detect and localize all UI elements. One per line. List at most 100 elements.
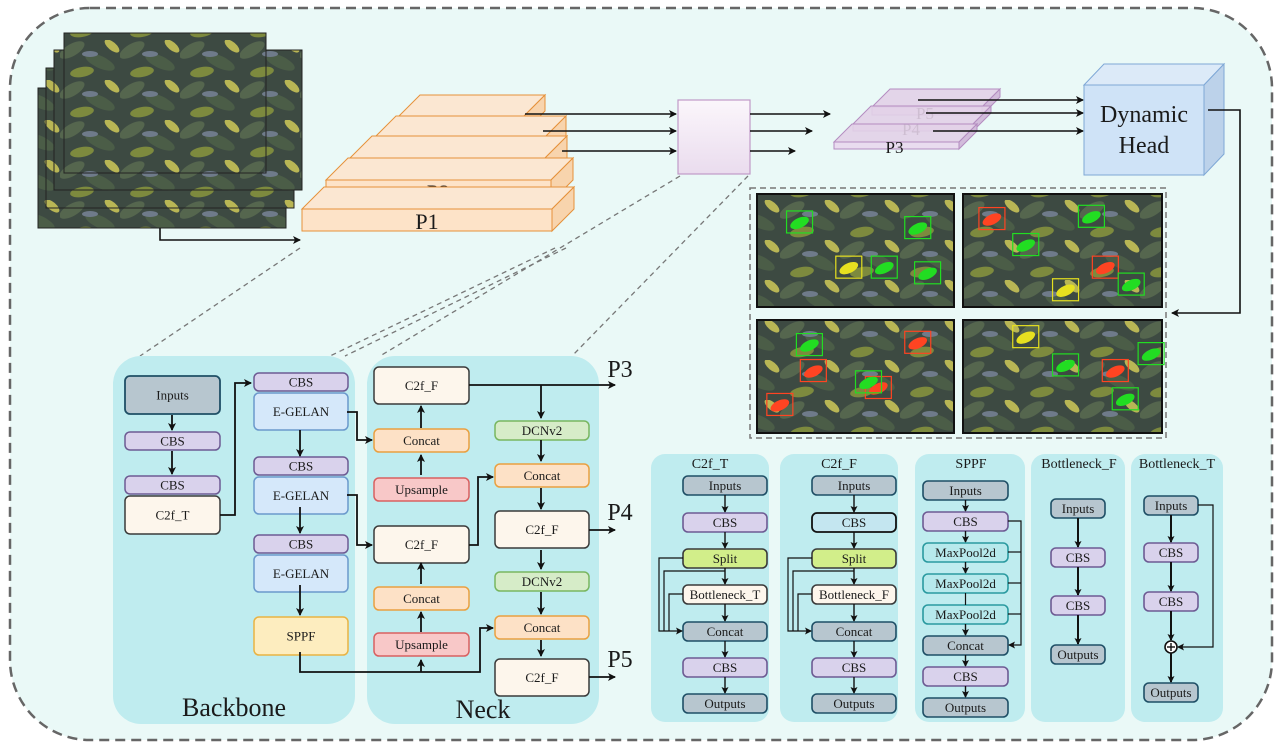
module-node-split-label: Split	[713, 551, 738, 566]
neck-dcnv2-2: DCNv2	[494, 571, 590, 592]
module-node-split: Split	[682, 548, 768, 569]
module-title: C2f_F	[821, 457, 857, 472]
module-node-inputs: Inputs	[682, 475, 768, 496]
neck-pyramid-label: P3	[886, 138, 904, 157]
module-node-maxpool2d: MaxPool2d	[922, 573, 1009, 594]
detected-leaf	[1141, 348, 1161, 361]
module-node-outputs: Outputs	[682, 693, 768, 714]
module-node-cbs-label: CBS	[1159, 594, 1184, 609]
neck-concat-r2-label: Concat	[524, 620, 561, 635]
detected-leaf	[908, 222, 928, 235]
detected-leaf	[1115, 393, 1135, 406]
neck-concat-low-label: Concat	[403, 591, 440, 606]
input-image-stack	[37, 32, 303, 229]
detected-leaf	[918, 267, 937, 280]
detection-result-image	[962, 319, 1165, 434]
module-node-inputs-label: Inputs	[838, 478, 871, 493]
module-panel-c2f-f: C2f_FInputsCBSSplitBottleneck_FConcatCBS…	[780, 454, 898, 722]
module-node-cbs: CBS	[1143, 591, 1199, 612]
backbone-inputs-label: Inputs	[156, 388, 189, 403]
backbone-stage2-egelan: E-GELAN	[253, 476, 349, 515]
bounding-box	[913, 261, 942, 285]
neck-dcnv2-1-label: DCNv2	[522, 423, 562, 438]
zoom-line-fusion-a	[379, 175, 681, 357]
input-image	[63, 32, 267, 174]
detection-result-image	[756, 193, 955, 308]
module-node-maxpool2d-label: MaxPool2d	[935, 576, 996, 591]
module-node-inputs-label: Inputs	[949, 483, 982, 498]
module-node-outputs-label: Outputs	[1057, 647, 1098, 662]
detected-leaf	[1121, 278, 1141, 292]
neck-feature-pyramid: P5P4P3	[832, 87, 1002, 157]
detected-leaf	[770, 399, 790, 412]
neck-upsample-top-label: Upsample	[395, 482, 448, 497]
module-node-bottleneck-t-label: Bottleneck_T	[690, 587, 761, 602]
neck-concat-r1-label: Concat	[524, 468, 561, 483]
module-node-inputs: Inputs	[1050, 498, 1106, 519]
module-node-cbs-label: CBS	[1159, 545, 1184, 560]
module-node-cbs-label: CBS	[713, 660, 738, 675]
module-node-cbs-label: CBS	[953, 669, 978, 684]
bounding-box	[835, 255, 863, 279]
pyramid-level-p1: P1	[300, 185, 576, 234]
backbone-cbs-1-label: CBS	[160, 434, 185, 449]
neck-upsample-low: Upsample	[373, 632, 470, 657]
detected-leaf	[1096, 261, 1115, 275]
module-node-cbs-label: CBS	[953, 514, 978, 529]
neck-title: Neck	[456, 695, 511, 724]
neck-c2f-top: C2f_F	[373, 366, 470, 405]
neck-concat-low: Concat	[373, 586, 470, 611]
module-node-maxpool2d-label: MaxPool2d	[935, 545, 996, 560]
input-to-pyramid-arrow	[159, 228, 301, 244]
bounding-box	[904, 216, 932, 240]
neck-c2f-top-label: C2f_F	[405, 378, 438, 393]
detected-leaf	[1016, 239, 1036, 252]
module-node-outputs-label: Outputs	[945, 700, 986, 715]
detected-leaf	[874, 261, 894, 275]
module-node-bottleneck-t: Bottleneck_T	[682, 584, 768, 605]
module-node-outputs-label: Outputs	[1150, 685, 1191, 700]
backbone-stage3-egelan-label: E-GELAN	[273, 566, 330, 581]
module-node-concat-label: Concat	[836, 624, 873, 639]
backbone-stage3-cbs: CBS	[253, 534, 349, 554]
module-title: Bottleneck_T	[1139, 457, 1216, 472]
neck-c2f-r2: C2f_F	[494, 658, 590, 697]
backbone-stage2-cbs-label: CBS	[289, 459, 314, 474]
backbone-stage3-egelan: E-GELAN	[253, 554, 349, 593]
bounding-box	[1117, 272, 1145, 296]
backbone-feature-pyramid: P5P4P3P2P1	[300, 93, 576, 234]
module-node-cbs-label: CBS	[842, 515, 867, 530]
neck-output-p5: P5	[607, 647, 632, 673]
detection-result-image	[756, 319, 955, 434]
backbone-c2f-t: C2f_T	[124, 495, 221, 535]
dynamic-head-block: Dynamic Head	[1082, 62, 1226, 177]
module-node-inputs: Inputs	[1143, 495, 1199, 516]
module-node-inputs-label: Inputs	[709, 478, 742, 493]
bounding-box	[1137, 342, 1165, 366]
bounding-box	[1091, 255, 1119, 279]
module-node-cbs: CBS	[922, 666, 1009, 687]
zoom-line-neck-a	[329, 247, 556, 357]
bounding-box	[1051, 278, 1080, 302]
backbone-cbs-1: CBS	[124, 431, 221, 451]
neck-concat-r2: Concat	[494, 615, 590, 640]
bounding-box	[870, 255, 898, 279]
bounding-box	[1051, 353, 1080, 377]
module-node-cbs: CBS	[682, 512, 768, 533]
backbone-nodes: InputsCBSCBSC2f_TCBSE-GELANCBSE-GELANCBS…	[124, 372, 349, 656]
module-node-cbs: CBS	[811, 657, 897, 678]
module-node-bottleneck-f: Bottleneck_F	[811, 584, 897, 605]
backbone-sppf: SPPF	[253, 616, 349, 656]
bounding-box	[978, 206, 1006, 231]
bounding-box	[904, 330, 932, 354]
module-node-cbs-label: CBS	[713, 515, 738, 530]
module-node-outputs-label: Outputs	[704, 696, 745, 711]
bounding-box	[1077, 204, 1106, 228]
detected-leaf	[800, 339, 819, 352]
detection-results-panel	[749, 187, 1167, 439]
module-node-outputs: Outputs	[811, 693, 897, 714]
backbone-stage1-egelan-label: E-GELAN	[273, 404, 330, 419]
neck-concat-top: Concat	[373, 428, 470, 453]
neck-c2f-r1: C2f_F	[494, 510, 590, 549]
neck-c2f-mid-label: C2f_F	[405, 537, 438, 552]
